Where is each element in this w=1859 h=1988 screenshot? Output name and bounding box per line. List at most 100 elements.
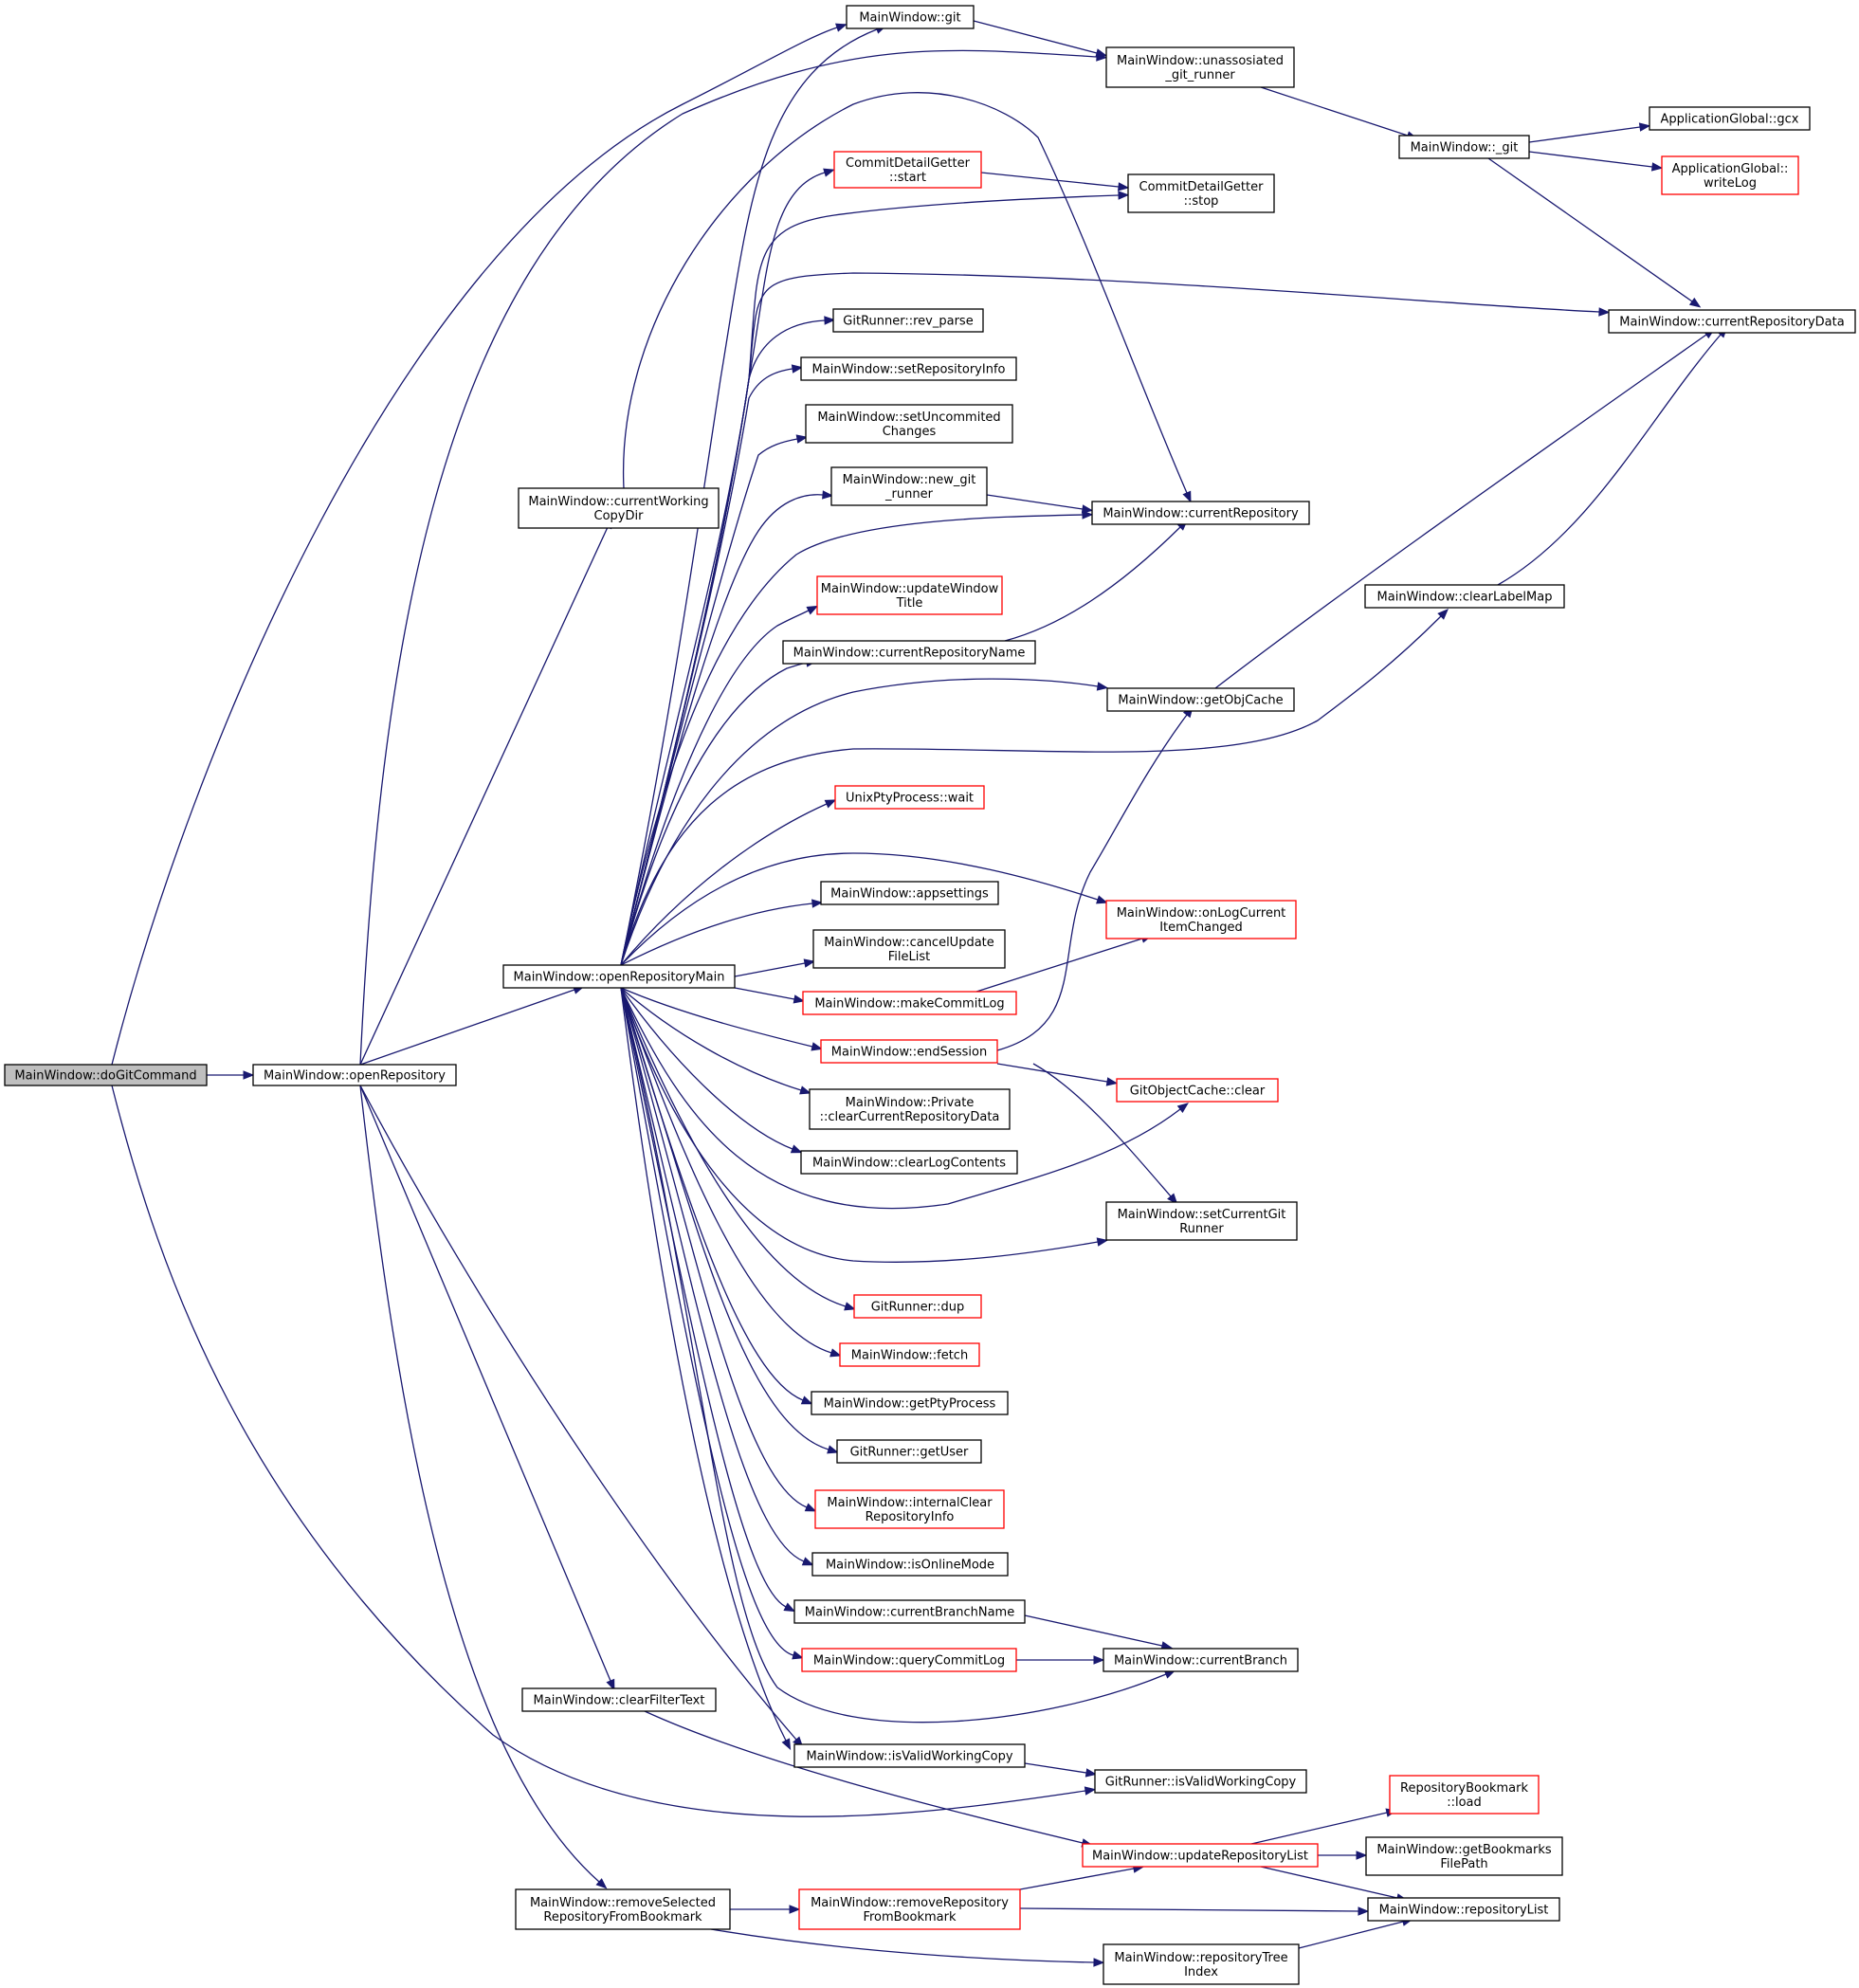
edge-openRepositoryMain-to-cancelUpdateFileList: [734, 958, 816, 977]
edge-cdgStart-to-cdgStop: [980, 172, 1130, 192]
node-doGitCommand[interactable]: MainWindow::doGitCommand: [4, 1064, 208, 1086]
node-mwIsValidWorkingCopy[interactable]: MainWindow::isValidWorkingCopy: [793, 1743, 1026, 1768]
node-gcx[interactable]: ApplicationGlobal::gcx: [1649, 106, 1811, 131]
node-appsettings[interactable]: MainWindow::appsettings: [820, 881, 999, 905]
node-openRepositoryMain[interactable]: MainWindow::openRepositoryMain: [502, 964, 736, 989]
node-label: ApplicationGlobal::: [1672, 162, 1789, 176]
node-label: ::clearCurrentRepositoryData: [820, 1110, 1000, 1124]
node-new_git_runner[interactable]: MainWindow::new_git_runner: [830, 466, 988, 506]
node-currentRepositoryData[interactable]: MainWindow::currentRepositoryData: [1608, 309, 1856, 334]
node-ptyWait[interactable]: UnixPtyProcess::wait: [834, 785, 985, 810]
node-label: MainWindow::setCurrentGit: [1118, 1208, 1286, 1222]
edge-currentBranchName-to-currentBranch: [1024, 1614, 1174, 1651]
node-label: MainWindow::currentRepositoryName: [793, 647, 1026, 661]
edge-removeRepositoryFromBookmark-to-repositoryList: [1019, 1906, 1370, 1916]
node-label: MainWindow::onLogCurrent: [1117, 906, 1286, 921]
node-label: FromBookmark: [863, 1910, 957, 1924]
node-currentBranch[interactable]: MainWindow::currentBranch: [1103, 1648, 1299, 1672]
node-label: Runner: [1179, 1222, 1224, 1236]
node-queryCommitLog[interactable]: MainWindow::queryCommitLog: [801, 1648, 1017, 1672]
node-clearLogContents[interactable]: MainWindow::clearLogContents: [800, 1150, 1018, 1175]
node-label: MainWindow::getPtyProcess: [824, 1397, 996, 1412]
edge-openRepositoryMain-to-isOnlineMode: [620, 987, 814, 1566]
node-endSession[interactable]: MainWindow::endSession: [820, 1039, 998, 1064]
node-label: MainWindow::unassosiated: [1117, 54, 1284, 68]
node-getObjCache[interactable]: MainWindow::getObjCache: [1106, 687, 1295, 712]
node-label: MainWindow::openRepository: [264, 1069, 446, 1084]
node-removeSelectedRepositoryFromBookmark[interactable]: MainWindow::removeSelectedRepositoryFrom…: [515, 1888, 731, 1930]
edge-currentWorkingCopyDir-to-currentRepository: [622, 92, 1192, 503]
node-clearLabelMap[interactable]: MainWindow::clearLabelMap: [1364, 584, 1565, 609]
node-updateRepositoryList[interactable]: MainWindow::updateRepositoryList: [1082, 1843, 1319, 1868]
node-openRepository[interactable]: MainWindow::openRepository: [252, 1064, 457, 1086]
node-label: MainWindow::removeRepository: [811, 1896, 1009, 1910]
node-clearFilterText[interactable]: MainWindow::clearFilterText: [521, 1687, 717, 1712]
node-layer: MainWindow::doGitCommand MainWindow::open…: [4, 5, 1856, 1985]
node-getUser[interactable]: GitRunner::getUser: [836, 1439, 982, 1464]
node-rev_parse[interactable]: GitRunner::rev_parse: [832, 308, 984, 333]
node-cdgStop[interactable]: CommitDetailGetter::stop: [1127, 173, 1275, 213]
node-label: MainWindow::endSession: [831, 1046, 987, 1060]
edge-removeSelectedRepositoryFromBookmark-to-repositoryTreeIndex: [710, 1928, 1105, 1967]
node-grIsValidWorkingCopy[interactable]: GitRunner::isValidWorkingCopy: [1094, 1769, 1307, 1794]
node-label: GitRunner::dup: [871, 1301, 965, 1315]
edge-openRepositoryMain-to-makeCommitLog: [734, 987, 806, 1004]
edge-openRepositoryMain-to-currentBranchName: [620, 987, 796, 1613]
edge-_git-to-writeLog: [1528, 151, 1664, 172]
node-currentRepositoryName[interactable]: MainWindow::currentRepositoryName: [782, 640, 1036, 665]
node-makeCommitLog[interactable]: MainWindow::makeCommitLog: [802, 991, 1017, 1015]
edge-mwIsValidWorkingCopy-to-grIsValidWorkingCopy: [1024, 1762, 1098, 1778]
edge-openRepositoryMain-to-gocClear: [620, 987, 1189, 1210]
node-unassosiated_git_runner[interactable]: MainWindow::unassosiated_git_runner: [1105, 46, 1295, 88]
edge-repositoryTreeIndex-to-repositoryList: [1298, 1917, 1413, 1949]
edge-openRepositoryMain-to-endSession: [620, 987, 824, 1051]
node-getPtyProcess[interactable]: MainWindow::getPtyProcess: [811, 1391, 1009, 1415]
node-label: GitRunner::getUser: [850, 1446, 969, 1460]
node-label: Title: [896, 596, 923, 611]
node-label: ::stop: [1184, 194, 1219, 209]
node-currentRepository[interactable]: MainWindow::currentRepository: [1091, 501, 1310, 525]
node-currentBranchName[interactable]: MainWindow::currentBranchName: [793, 1599, 1026, 1624]
node-label: MainWindow::getObjCache: [1118, 694, 1283, 708]
edge-clearLabelMap-to-currentRepositoryData: [1497, 326, 1728, 586]
node-bookmarkLoad[interactable]: RepositoryBookmark::load: [1389, 1775, 1540, 1815]
node-label: MainWindow::currentWorking: [528, 495, 708, 509]
node-label: MainWindow::Private: [846, 1096, 975, 1110]
edge-openRepositoryMain-to-cdgStart: [620, 168, 835, 966]
node-label: ::load: [1447, 1796, 1482, 1810]
node-repositoryList[interactable]: MainWindow::repositoryList: [1367, 1897, 1560, 1922]
node-_git[interactable]: MainWindow::_git: [1398, 135, 1530, 159]
node-fetch[interactable]: MainWindow::fetch: [839, 1342, 980, 1367]
node-label: CommitDetailGetter: [846, 156, 971, 171]
node-dup[interactable]: GitRunner::dup: [853, 1294, 982, 1319]
node-label: GitRunner::rev_parse: [843, 315, 973, 329]
node-isOnlineMode[interactable]: MainWindow::isOnlineMode: [811, 1552, 1009, 1577]
node-label: FilePath: [1440, 1857, 1487, 1871]
node-label: MainWindow::setRepositoryInfo: [812, 363, 1006, 377]
node-clearCurrentRepositoryData[interactable]: MainWindow::Private::clearCurrentReposit…: [809, 1088, 1011, 1130]
node-git[interactable]: MainWindow::git: [846, 5, 975, 29]
node-writeLog[interactable]: ApplicationGlobal::writeLog: [1661, 155, 1799, 195]
node-setRepositoryInfo[interactable]: MainWindow::setRepositoryInfo: [800, 356, 1017, 381]
node-label: RepositoryBookmark: [1400, 1781, 1528, 1796]
node-gocClear[interactable]: GitObjectCache::clear: [1116, 1078, 1279, 1103]
node-label: ApplicationGlobal::gcx: [1661, 113, 1799, 127]
edge-openRepositoryMain-to-clearLogContents: [620, 987, 803, 1154]
edge-_git-to-currentRepositoryData: [1487, 157, 1702, 308]
node-label: Changes: [883, 425, 937, 439]
node-cdgStart[interactable]: CommitDetailGetter::start: [833, 151, 982, 189]
edge-openRepository-to-unassosiated_git_runner: [359, 49, 1108, 1066]
edge-queryCommitLog-to-currentBranch: [1016, 1655, 1105, 1665]
node-label: ::start: [889, 171, 926, 185]
